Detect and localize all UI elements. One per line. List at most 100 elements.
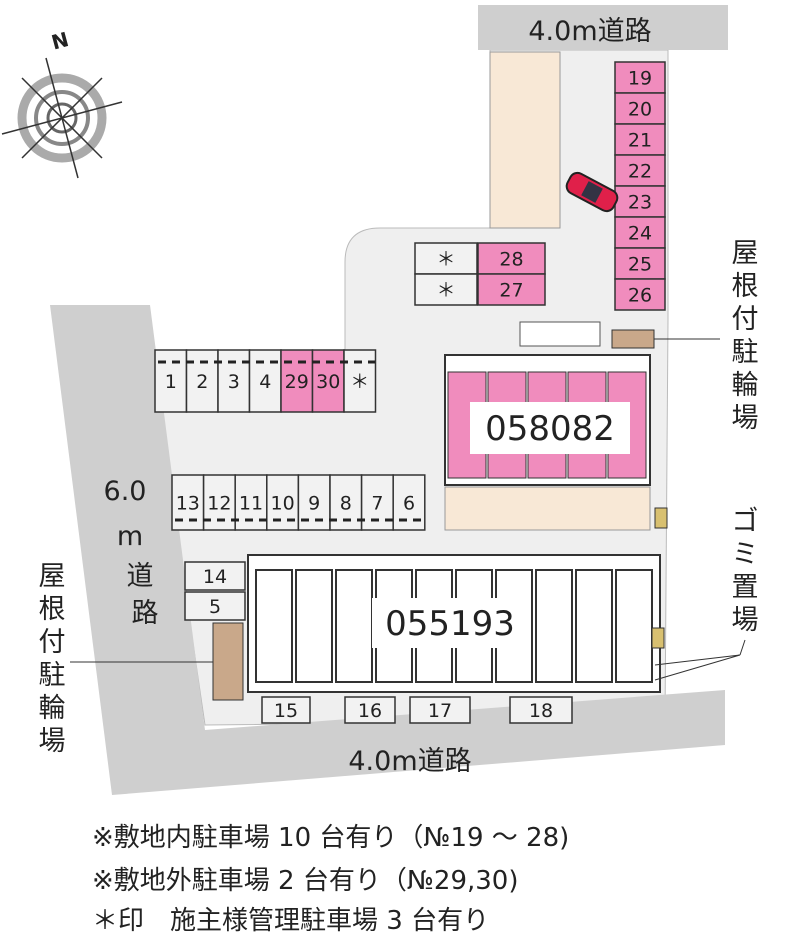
parking-spot <box>344 696 396 724</box>
spot-4: 4 <box>248 349 282 413</box>
parking-spot <box>614 278 666 311</box>
label-char: 根 <box>732 271 759 302</box>
building-055193: 055193 <box>247 554 661 693</box>
stair <box>519 321 601 347</box>
spot-number: 28 <box>499 249 523 271</box>
spot-20: 20 <box>614 92 666 125</box>
spot-22: 22 <box>614 154 666 187</box>
garden-strip-north <box>489 51 561 229</box>
left-road-label: 6.0 m 道 路 <box>104 476 159 629</box>
spot-2: 2 <box>185 349 219 413</box>
spot-17: 17 <box>409 696 471 724</box>
spot-12: 12 <box>202 474 236 531</box>
spot-27: 27 <box>477 273 546 306</box>
parking-spot <box>248 349 282 413</box>
label-char: 屋 <box>732 238 759 269</box>
spot-number: 16 <box>358 700 382 722</box>
parking-spot <box>280 349 314 413</box>
parking-spot <box>184 561 246 591</box>
left-bottom-road <box>50 305 725 795</box>
spot-number: 15 <box>274 700 298 722</box>
north-label: N <box>49 27 71 55</box>
parking-spot <box>414 273 478 306</box>
spot-number: 2 <box>196 371 208 393</box>
unit <box>255 569 293 683</box>
spot-number: 14 <box>203 566 227 588</box>
parking-spot <box>477 242 546 275</box>
spot-21: 21 <box>614 123 666 156</box>
spot-5: 5 <box>184 591 246 621</box>
spot-30: 30 <box>311 349 345 413</box>
unit <box>535 569 573 683</box>
spot-number: 30 <box>316 371 340 393</box>
spot-26: 26 <box>614 278 666 311</box>
spot-7: 7 <box>360 474 394 531</box>
label-char: 場 <box>732 605 759 636</box>
label-char: 付 <box>732 304 759 335</box>
parking-spot <box>614 123 666 156</box>
parking-spot <box>343 349 377 413</box>
spot-8: 8 <box>329 474 363 531</box>
parking-spot <box>614 247 666 280</box>
label-char: 輪 <box>732 370 759 401</box>
top-road-label: 4.0m道路 <box>528 16 651 47</box>
unit <box>335 569 373 683</box>
garden-strip-middle <box>444 486 651 531</box>
svg-text:m: m <box>117 521 143 552</box>
spot-number: 4 <box>259 371 271 393</box>
spot-number: 21 <box>628 130 652 152</box>
spot-number: 22 <box>628 161 652 183</box>
svg-text:路: 路 <box>132 598 159 629</box>
spot-number: 18 <box>529 700 553 722</box>
bike-shelter-right <box>611 329 655 349</box>
compass-icon: N <box>1 27 123 179</box>
spot-number: 25 <box>628 254 652 276</box>
building-south-label: 055193 <box>385 604 515 644</box>
label-char: 付 <box>39 627 66 658</box>
west-spots: 145 <box>184 561 246 621</box>
spot-10: 10 <box>266 474 300 531</box>
spot-number: ＊ <box>350 371 369 393</box>
building-north-label: 058082 <box>485 409 615 449</box>
parking-spot <box>185 349 219 413</box>
unit <box>295 569 333 683</box>
map-canvas: 4.0m道路 6.0 m 道 路 4.0m道路 1920212223242526… <box>1 5 759 795</box>
spot-number: 19 <box>628 68 652 90</box>
parking-spot <box>614 154 666 187</box>
spot-number: 5 <box>209 596 221 618</box>
spot-number: 17 <box>428 700 452 722</box>
parking-spot <box>409 696 471 724</box>
label-char: 屋 <box>39 561 66 592</box>
spot-number: 13 <box>176 493 200 515</box>
spot-13: 13 <box>171 474 205 531</box>
spot-23: 23 <box>614 185 666 218</box>
spot-number: 3 <box>228 371 240 393</box>
garbage-box-2 <box>651 627 665 649</box>
spot-28: 28 <box>477 242 546 275</box>
spot-number: 6 <box>403 493 415 515</box>
note-owner-parking: ＊印 施主様管理駐車場 3 台有り <box>92 906 490 936</box>
parking-spot <box>614 92 666 125</box>
spot-owner: ＊ <box>414 273 478 306</box>
spot-15: 15 <box>261 696 311 724</box>
spot-number: 26 <box>628 285 652 307</box>
spot-number: 29 <box>285 371 309 393</box>
note-onsite-parking: ※敷地内駐車場 10 台有り（№19 ～ 28) <box>92 823 570 853</box>
parking-spot <box>477 273 546 306</box>
bottom-road-label: 4.0m道路 <box>348 746 471 777</box>
spot-6: 6 <box>392 474 426 531</box>
spot-1: 1 <box>154 349 188 413</box>
label-char: 場 <box>39 726 66 757</box>
spot-owner: ＊ <box>343 349 377 413</box>
parking-spot <box>154 349 188 413</box>
parking-spot <box>414 242 478 275</box>
parking-spot <box>261 696 311 724</box>
south-spots: 15 16 17 18 <box>261 696 573 724</box>
spot-number: 1 <box>165 371 177 393</box>
unit <box>615 569 653 683</box>
svg-text:道: 道 <box>127 561 154 592</box>
